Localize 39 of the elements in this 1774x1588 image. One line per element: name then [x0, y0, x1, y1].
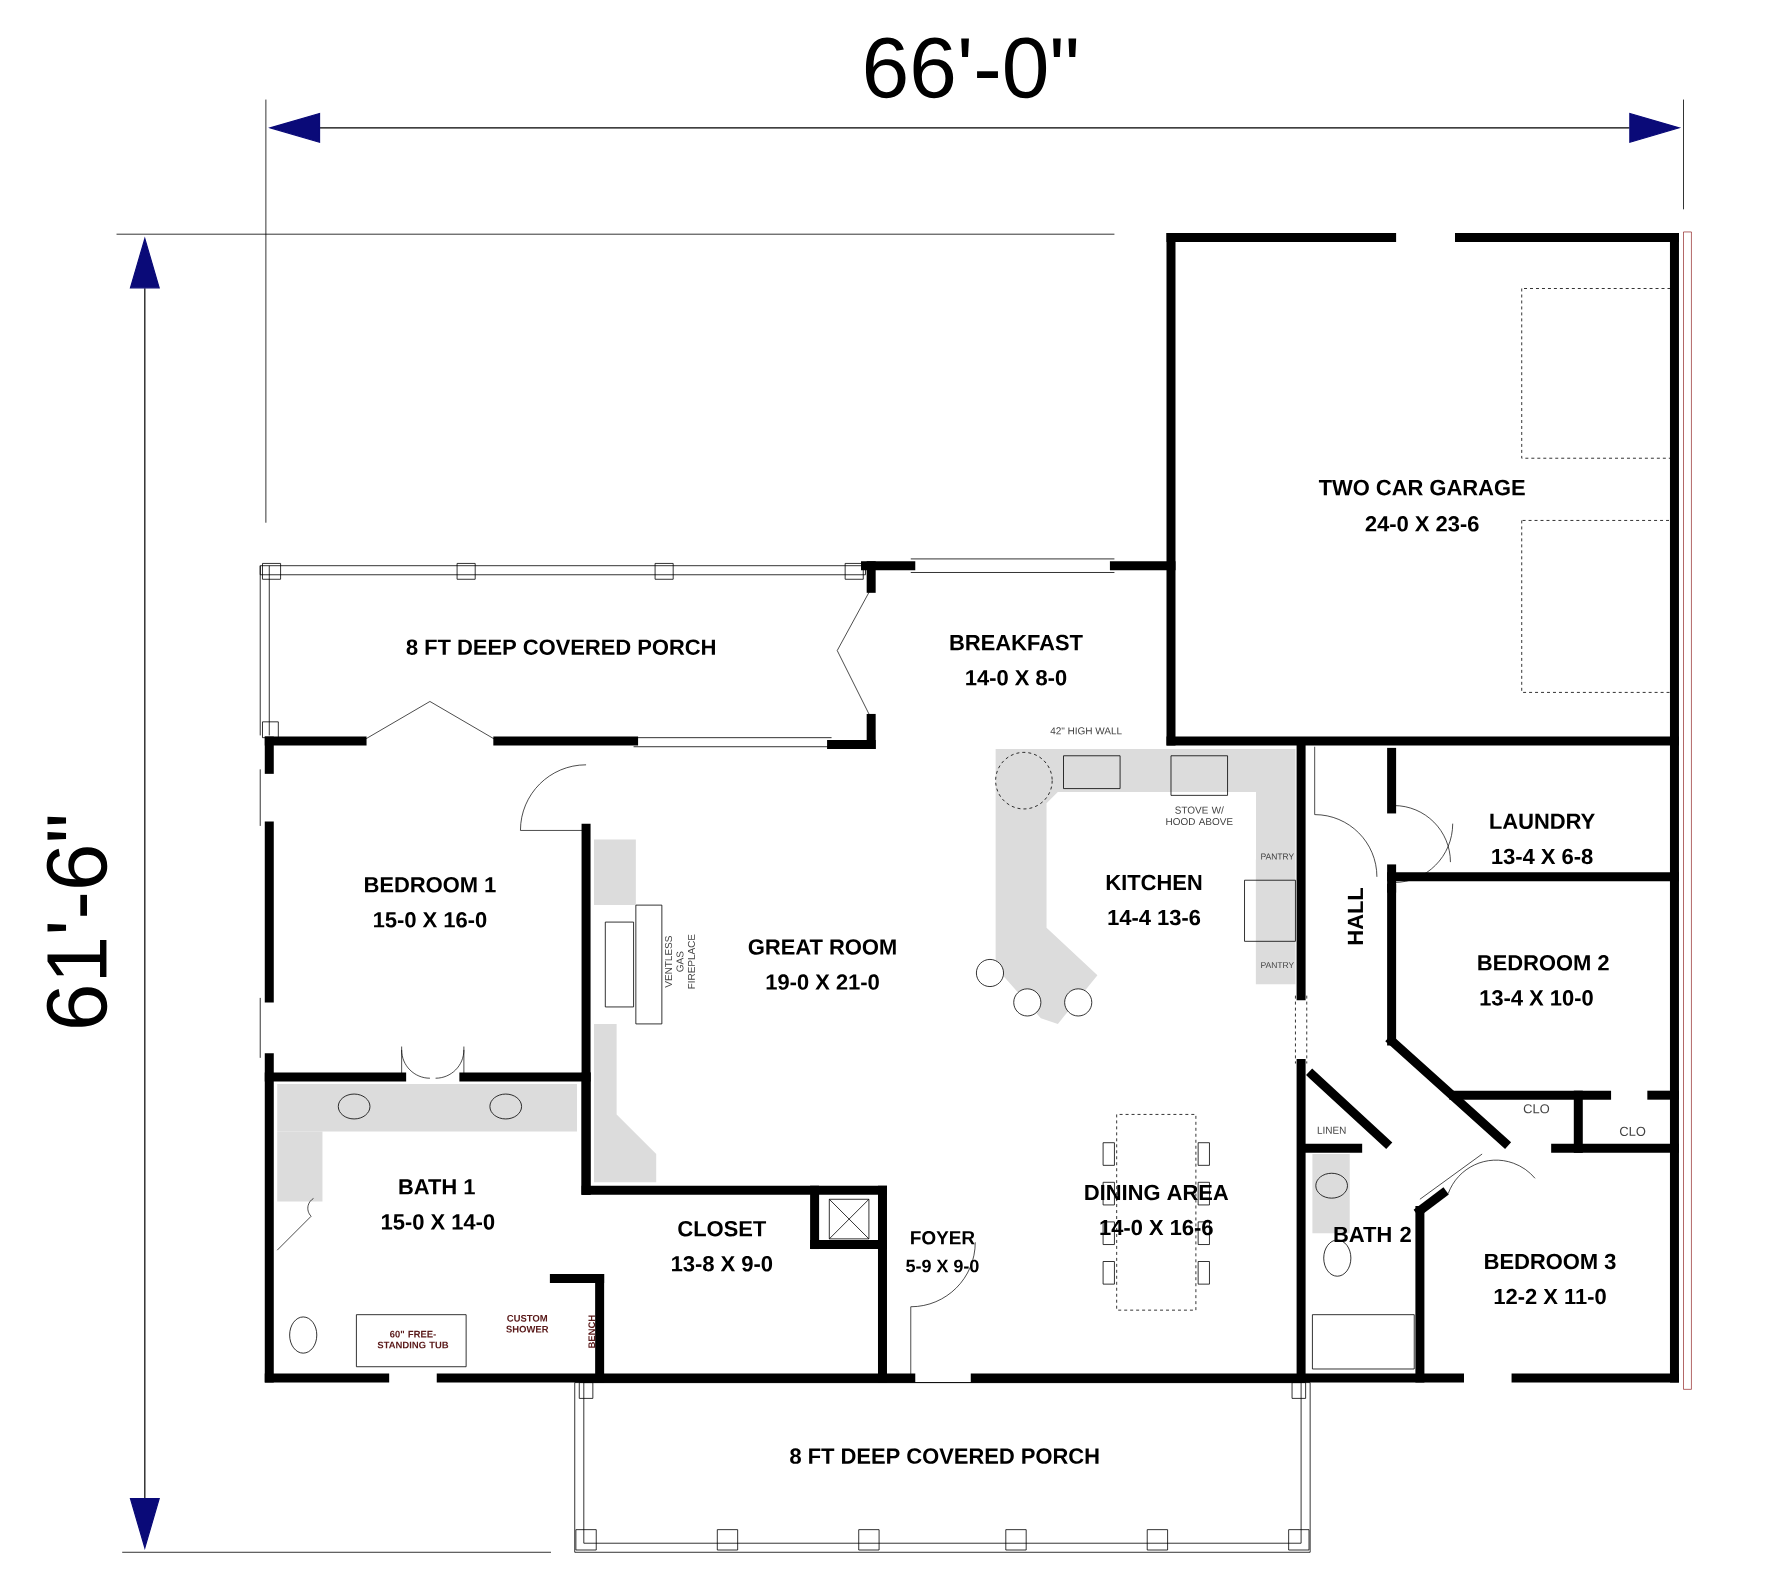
- note-text: CLO: [1523, 1103, 1550, 1114]
- room-name: BEDROOM 3: [1485, 1253, 1616, 1270]
- note-text: STOVE W/ HOOD ABOVE: [1166, 806, 1233, 825]
- room-size: 12-2 X 11-0: [1494, 1288, 1606, 1305]
- note-text: PANTRY: [1261, 853, 1294, 860]
- note-text: LINEN: [1317, 1126, 1346, 1134]
- room-size: 13-4 X 10-0: [1480, 989, 1593, 1006]
- note-text: CUSTOM SHOWER: [506, 1314, 549, 1333]
- room-name: BATH 1: [399, 1179, 475, 1195]
- room-size: 13-8 X 9-0: [672, 1255, 773, 1272]
- room-name: BEDROOM 1: [365, 876, 496, 893]
- room-size: 14-4 13-6: [1108, 909, 1201, 926]
- room-size: 13-4 X 6-8: [1492, 848, 1593, 865]
- room-size: 15-0 X 16-0: [374, 911, 487, 928]
- note-text: VENTLESS GAS FIREPLACE: [665, 934, 695, 989]
- room-name: GREAT ROOM: [748, 939, 896, 955]
- room-name: BEDROOM 2: [1478, 954, 1609, 971]
- room-size: 14-0 X 8-0: [966, 669, 1067, 686]
- room-name: HALL: [1347, 887, 1363, 944]
- dimension-text: 61'-6": [46, 816, 108, 1027]
- note-text: 42" HIGH WALL: [1050, 727, 1122, 735]
- note-text: 60" FREE-STANDING TUB: [377, 1330, 449, 1349]
- note-text: PANTRY: [1261, 961, 1294, 968]
- room-name: CLOSET: [678, 1220, 767, 1237]
- note-text: BENCH: [588, 1315, 596, 1348]
- note-text: CLO: [1619, 1126, 1646, 1136]
- dimension-text: 66'-0": [865, 37, 1077, 98]
- room-name: TWO CAR GARAGE: [1318, 479, 1525, 496]
- room-name: BATH 2: [1334, 1226, 1411, 1242]
- room-size: 15-0 X 14-0: [381, 1213, 495, 1230]
- room-name: 8 FT DEEP COVERED PORCH: [790, 1448, 1099, 1464]
- room-name: FOYER: [911, 1230, 975, 1245]
- room-size: 24-0 X 23-6: [1365, 515, 1479, 532]
- room-name: LAUNDRY: [1490, 813, 1595, 829]
- room-name: BREAKFAST: [950, 634, 1083, 651]
- room-name: 8 FT DEEP COVERED PORCH: [406, 639, 715, 655]
- room-size: 19-0 X 21-0: [766, 974, 879, 990]
- room-name: KITCHEN: [1106, 874, 1202, 891]
- room-size: 5-9 X 9-0: [906, 1259, 979, 1273]
